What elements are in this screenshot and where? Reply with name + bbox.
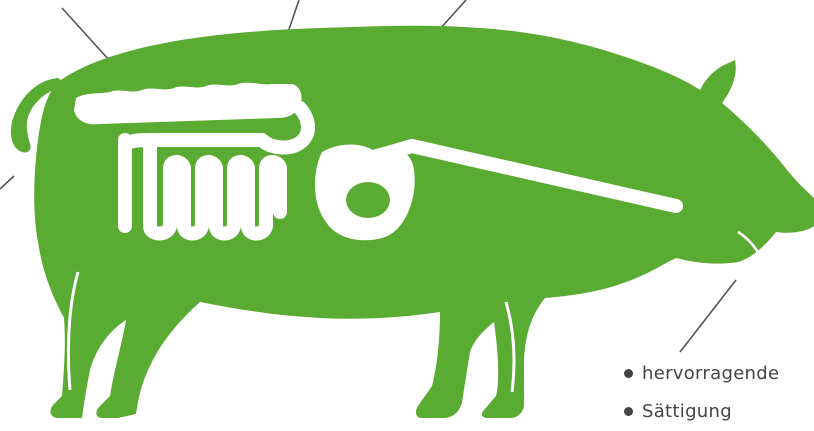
organ-caecum-inner xyxy=(346,182,390,218)
leader-line-bottom-right xyxy=(680,280,736,352)
benefit-list: hervorragende Sättigung xyxy=(624,355,779,431)
benefit-item: hervorragende xyxy=(624,355,779,393)
leader-line-left-edge xyxy=(0,176,14,189)
benefit-item: Sättigung xyxy=(624,393,779,431)
